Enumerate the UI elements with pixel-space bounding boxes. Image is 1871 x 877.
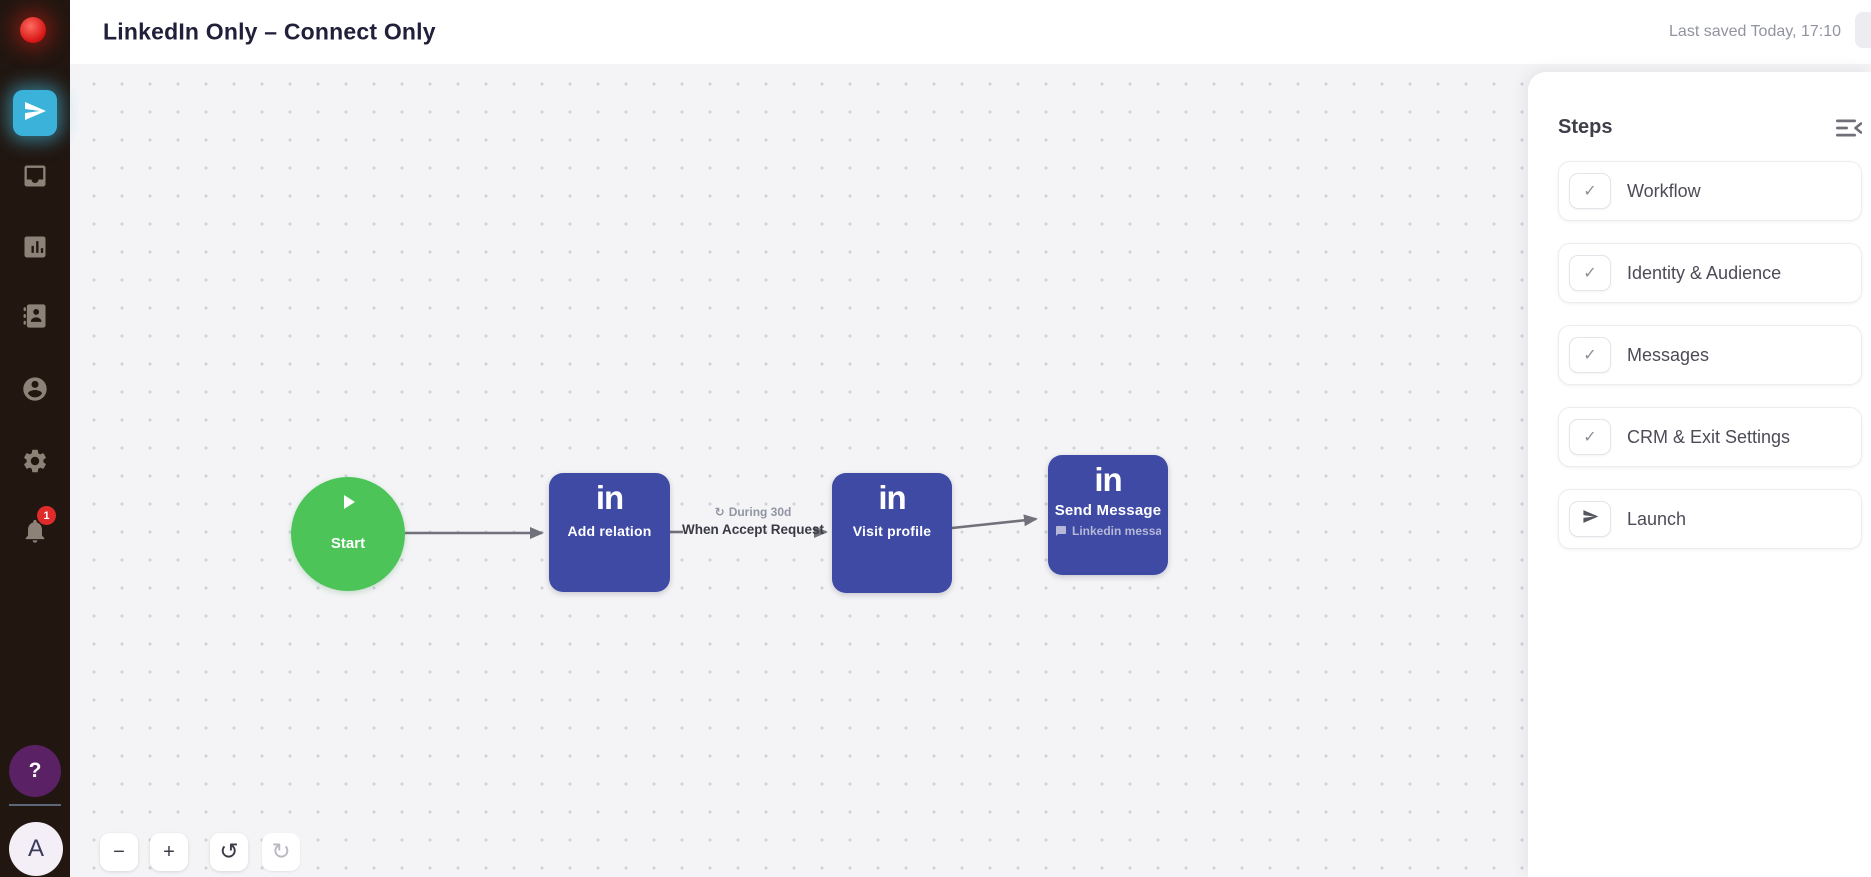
linkedin-logo: in (878, 479, 906, 516)
sidebar: 1 ? A (0, 0, 70, 877)
linkedin-logo: in (595, 479, 624, 516)
undo-icon: ↺ (219, 838, 239, 865)
node-label: Send Message (1054, 502, 1162, 519)
checkbox-checked[interactable]: ✓ (1569, 173, 1611, 209)
check-icon: ✓ (1583, 265, 1597, 282)
step-card-identity-audience[interactable]: ✓ Identity & Audience (1558, 243, 1862, 303)
edge-condition-text: When Accept Request (681, 522, 825, 537)
play-icon (336, 490, 360, 519)
collapse-panel-icon[interactable] (1835, 117, 1863, 139)
sidebar-item-account[interactable] (20, 376, 50, 406)
redo-icon: ↻ (271, 838, 291, 865)
sidebar-item-inbox[interactable] (20, 163, 50, 193)
checkbox-checked[interactable]: ✓ (1569, 337, 1611, 373)
redo-button[interactable]: ↻ (262, 833, 300, 871)
sidebar-item-notifications[interactable] (20, 518, 50, 548)
top-bar: LinkedIn Only – Connect Only Last saved … (70, 0, 1871, 64)
node-subtitle: Linkedin messa… (1055, 524, 1161, 538)
sidebar-item-analytics[interactable] (20, 234, 50, 264)
paper-plane-icon (1582, 508, 1599, 530)
edge-duration-text: During 30d (728, 505, 792, 519)
zoom-out-button[interactable]: − (100, 833, 138, 871)
repeat-icon: ↻ (714, 505, 725, 519)
check-icon: ✓ (1583, 347, 1597, 364)
steps-panel: Steps ✓ Workflow ✓ Identity & Audience ✓… (1528, 72, 1871, 877)
minus-icon: − (113, 840, 125, 863)
launch-icon-box[interactable] (1569, 501, 1611, 537)
node-label: Start (330, 535, 366, 552)
campaign-title: LinkedIn Only – Connect Only (103, 18, 436, 45)
node-visit-profile[interactable]: in Visit profile (832, 473, 952, 593)
edge-condition-label: ↻ During 30d When Accept Request (678, 505, 828, 539)
sidebar-item-settings[interactable] (20, 448, 50, 478)
inbox-icon (21, 162, 49, 195)
undo-button[interactable]: ↺ (210, 833, 248, 871)
node-label: Visit profile (852, 523, 932, 539)
checkbox-checked[interactable]: ✓ (1569, 255, 1611, 291)
person-circle-icon (21, 375, 49, 408)
checkbox-checked[interactable]: ✓ (1569, 419, 1611, 455)
gear-icon (21, 447, 49, 480)
user-avatar[interactable]: A (9, 822, 63, 876)
step-card-workflow[interactable]: ✓ Workflow (1558, 161, 1862, 221)
edge-cutoff-button[interactable] (1855, 12, 1871, 48)
bell-icon (21, 517, 49, 550)
check-icon: ✓ (1583, 183, 1597, 200)
paper-plane-icon (23, 99, 47, 128)
node-start[interactable]: Start (291, 477, 405, 591)
help-button[interactable]: ? (9, 745, 61, 797)
step-card-launch[interactable]: Launch (1558, 489, 1862, 549)
node-label: Add relation (567, 523, 652, 539)
node-add-relation[interactable]: in Add relation (549, 473, 670, 592)
step-card-crm-exit-settings[interactable]: ✓ CRM & Exit Settings (1558, 407, 1862, 467)
record-indicator-icon (20, 17, 46, 43)
linkedin-logo: in (1094, 461, 1122, 498)
sidebar-item-campaigns-active[interactable] (13, 90, 57, 136)
sidebar-divider (9, 804, 61, 806)
address-book-icon (21, 302, 49, 335)
notification-badge: 1 (37, 506, 56, 525)
zoom-in-button[interactable]: + (150, 833, 188, 871)
bar-chart-icon (21, 233, 49, 266)
steps-panel-title: Steps (1558, 116, 1613, 138)
check-icon: ✓ (1583, 429, 1597, 446)
node-send-message[interactable]: in Send Message Linkedin messa… (1048, 455, 1168, 575)
step-card-messages[interactable]: ✓ Messages (1558, 325, 1862, 385)
message-bubble-icon (1056, 526, 1066, 536)
sidebar-item-contacts[interactable] (20, 303, 50, 333)
last-saved-status: Last saved Today, 17:10 (1669, 23, 1841, 40)
plus-icon: + (163, 840, 175, 863)
